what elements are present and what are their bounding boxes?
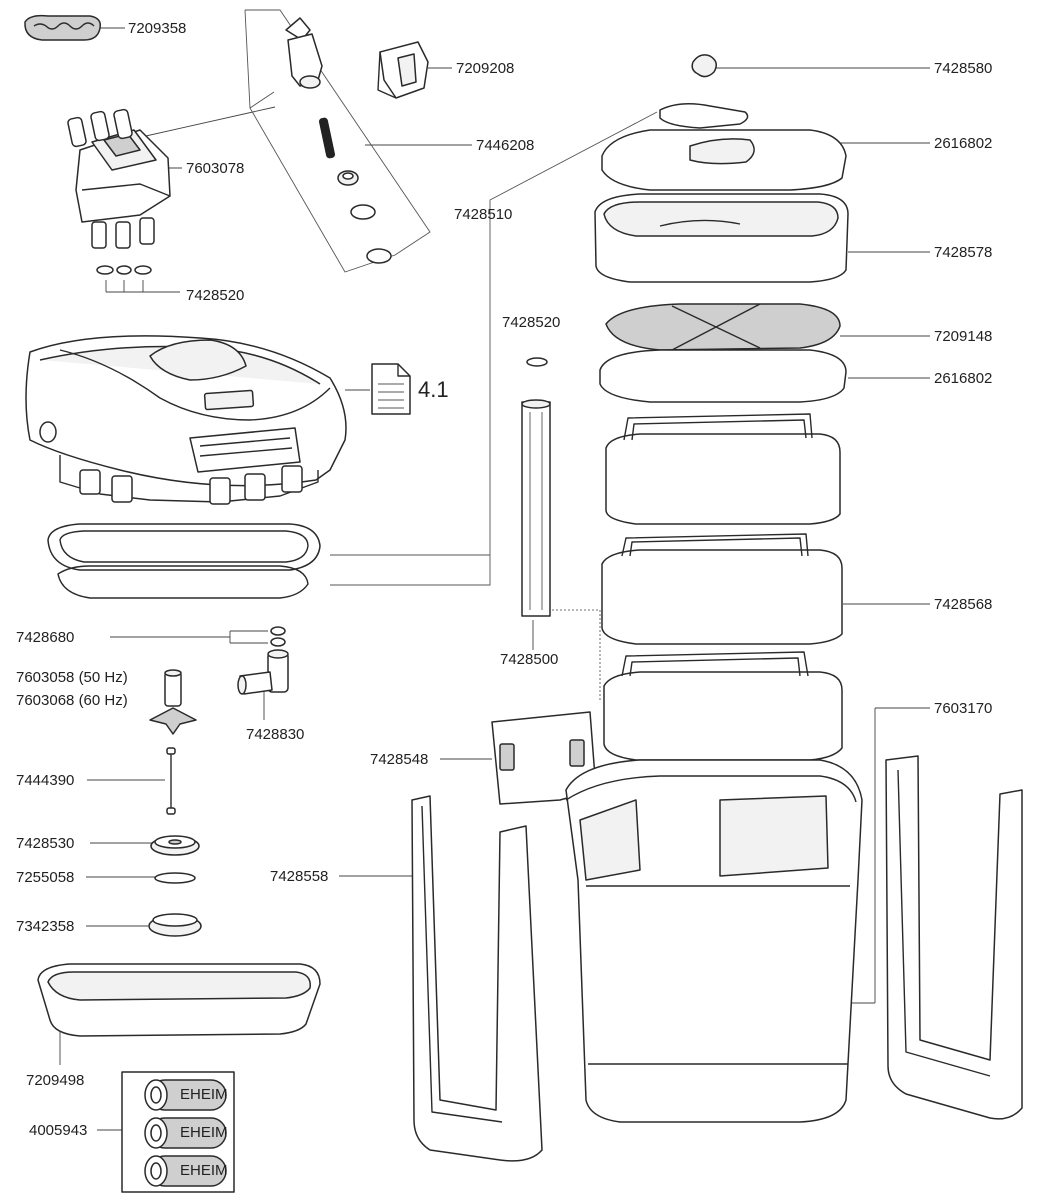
brand-mark: EHEIM: [180, 1086, 228, 1103]
part-label: 7428500: [500, 651, 558, 668]
left-handle-part: [411, 795, 543, 1162]
part-label: 7428580: [934, 60, 992, 77]
filter-basket-3: [603, 651, 843, 761]
part-label: 4005943: [29, 1122, 87, 1139]
part-label: 7428548: [370, 751, 428, 768]
part-label: 2616802: [934, 370, 992, 387]
part-label: 7255058: [16, 869, 74, 886]
part-label: 7428510: [454, 206, 512, 223]
brand-mark: EHEIM: [180, 1124, 228, 1141]
part-label: 7428520: [502, 314, 560, 331]
cap-part: [691, 54, 717, 78]
elbow-part: [237, 649, 289, 695]
part-label: 7444390: [16, 772, 74, 789]
part-label: 7209208: [456, 60, 514, 77]
part-label: 7428680: [16, 629, 74, 646]
hose-roll: EHEIM: [144, 1117, 228, 1149]
part-label: 7446208: [476, 137, 534, 154]
o-ring-7255058: [154, 872, 196, 884]
bracket-part: [377, 41, 429, 99]
part-label: 7428568: [934, 596, 992, 613]
document-icon: [371, 363, 411, 415]
part-label: 7209148: [934, 328, 992, 345]
part-label: 7209358: [128, 20, 186, 37]
hose-clip-part: [24, 14, 102, 41]
part-label: 7603170: [934, 700, 992, 717]
o-rings-7428680: [270, 626, 286, 647]
valve-block-part: [67, 108, 171, 249]
grid-pad-part: [605, 303, 841, 351]
part-label: 7428830: [246, 726, 304, 743]
part-label: 7603058 (50 Hz): [16, 669, 128, 686]
part-label: 7428520: [186, 287, 244, 304]
document-reference: 4.1: [345, 363, 449, 415]
part-label: 2616802: [934, 135, 992, 152]
cap-ring-part: [148, 913, 202, 937]
canister-body-part: [565, 759, 863, 1123]
part-label: 7342358: [16, 918, 74, 935]
impeller-part: [149, 669, 197, 735]
part-label: 7603068 (60 Hz): [16, 692, 128, 709]
cover-part: [150, 835, 200, 856]
tray-part: [37, 963, 321, 1037]
part-label: 7428558: [270, 868, 328, 885]
document-reference-label: 4.1: [418, 377, 449, 402]
head-gaskets: [47, 523, 321, 599]
shaft-part: [166, 747, 176, 815]
filter-tube-part: [521, 399, 551, 617]
o-rings-small: [96, 265, 152, 275]
o-ring-mid: [526, 357, 548, 367]
part-label: 7209498: [26, 1072, 84, 1089]
part-labels: 7209358 7209208 7428580 7603078 7446208 …: [16, 20, 992, 1139]
hose-set-box: EHEIM EHEIM EHEIM: [121, 1071, 235, 1193]
pump-head-part: [25, 335, 347, 505]
top-seal-part: [659, 103, 749, 129]
hose-roll: EHEIM: [144, 1155, 228, 1187]
lid-part: [601, 129, 847, 191]
part-label: 7428530: [16, 835, 74, 852]
top-tray-part: [594, 193, 849, 283]
filter-pad-part: [599, 349, 847, 403]
right-handle-part: [885, 755, 1023, 1120]
filter-basket-1: [605, 413, 841, 525]
part-label: 7428578: [934, 244, 992, 261]
inset-panel: [244, 9, 431, 273]
filter-basket-2: [601, 533, 843, 645]
hose-roll: EHEIM: [144, 1079, 228, 1111]
brand-mark: EHEIM: [180, 1162, 228, 1179]
part-label: 7603078: [186, 160, 244, 177]
